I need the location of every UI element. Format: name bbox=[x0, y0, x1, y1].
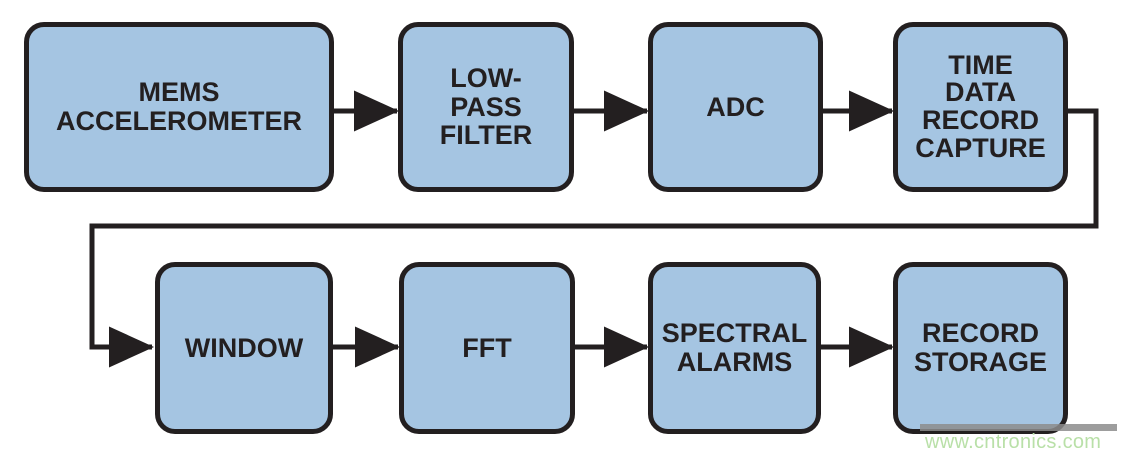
block-window[interactable]: WINDOW bbox=[155, 262, 333, 434]
watermark-bar bbox=[920, 424, 1117, 431]
block-low-pass-filter[interactable]: LOW- PASS FILTER bbox=[398, 22, 574, 192]
block-label-spectral-alarms: SPECTRAL ALARMS bbox=[661, 318, 808, 377]
watermark-text: www.cntronics.com bbox=[925, 431, 1102, 453]
block-label-fft: FFT bbox=[462, 332, 512, 363]
block-label-record-storage: RECORD STORAGE bbox=[913, 318, 1048, 377]
block-label-adc: ADC bbox=[706, 91, 765, 122]
block-adc[interactable]: ADC bbox=[648, 22, 823, 192]
block-record-storage[interactable]: RECORD STORAGE bbox=[893, 262, 1068, 434]
block-label-mems-accelerometer: MEMS ACCELEROMETER bbox=[55, 77, 302, 136]
block-label-window: WINDOW bbox=[184, 332, 304, 363]
block-spectral-alarms[interactable]: SPECTRAL ALARMS bbox=[648, 262, 821, 434]
block-mems-accelerometer[interactable]: MEMS ACCELEROMETER bbox=[24, 22, 334, 192]
block-label-time-data-record-capture: TIME DATA RECORD CAPTURE bbox=[915, 49, 1046, 163]
connector-time-data-record-capture-to-window bbox=[89, 108, 1099, 368]
block-time-data-record-capture[interactable]: TIME DATA RECORD CAPTURE bbox=[893, 22, 1068, 192]
block-label-low-pass-filter: LOW- PASS FILTER bbox=[439, 63, 533, 151]
block-fft[interactable]: FFT bbox=[399, 262, 575, 434]
